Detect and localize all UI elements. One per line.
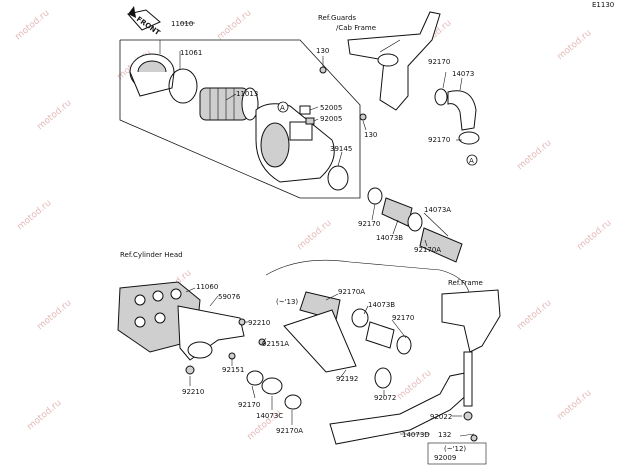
manifold-port — [187, 341, 213, 359]
clamp-ring — [396, 335, 412, 355]
watermark: motod.ru — [26, 398, 64, 432]
part-label: 11013 — [236, 90, 258, 98]
part-label: 130 — [364, 131, 377, 139]
note-13: (~'13) — [276, 298, 298, 306]
front-arrow-icon: FRONT — [127, 6, 162, 37]
nut — [185, 365, 195, 375]
part-label: 92210 — [248, 319, 270, 327]
part-label: 14073B — [368, 301, 395, 309]
part-labels: 11010 11061 11013 130 52005 92005 130 39… — [171, 20, 474, 462]
note-12: (~'12) — [444, 445, 466, 453]
duct-elbow — [447, 90, 477, 131]
vehicle-frame — [441, 289, 501, 442]
part-label: 92009 — [434, 454, 456, 462]
watermark: motod.ru — [396, 368, 434, 402]
duct-bellows-14073a — [419, 227, 463, 263]
marker-a: A — [277, 101, 289, 113]
part-label: 92022 — [430, 413, 452, 421]
part-label: 14073C — [256, 412, 283, 420]
watermark: motod.ru — [516, 298, 554, 332]
watermark: motod.ru — [516, 138, 554, 172]
part-label: 14073D — [402, 431, 430, 439]
clamp-ring — [458, 131, 480, 145]
watermark: motod.ru — [296, 218, 334, 252]
clamp-ring — [261, 377, 283, 395]
part-label: 92170A — [338, 288, 365, 296]
ref-guards-label: Ref.Guards — [318, 14, 356, 22]
ref-frame-label: Ref.Frame — [448, 279, 483, 287]
breather-cap — [299, 105, 311, 115]
air-cleaner-housing — [255, 103, 335, 183]
part-label: 14073B — [376, 234, 403, 242]
part-label: 14073A — [424, 206, 451, 214]
svg-text:A: A — [469, 157, 474, 165]
airbox-frame-outline — [119, 39, 361, 199]
part-label: 92151A — [262, 340, 289, 348]
leader-lines — [159, 22, 475, 437]
part-label: 11060 — [196, 283, 218, 291]
watermark: motod.ru — [36, 298, 74, 332]
part-label: 92170 — [238, 401, 260, 409]
part-label: 92170 — [358, 220, 380, 228]
part-label: 92170A — [414, 246, 441, 254]
marker-a: A — [466, 154, 478, 166]
clamp-ring — [374, 367, 392, 389]
svg-text:A: A — [280, 104, 285, 112]
air-filter-element — [199, 87, 259, 121]
ref-cylinder-head-label: Ref.Cylinder Head — [120, 251, 183, 259]
clamp-ring — [284, 394, 302, 410]
part-label: 132 — [438, 431, 451, 439]
duct-bellows-14073b — [381, 197, 413, 227]
air-cleaner-cover — [129, 53, 175, 97]
duct-band — [327, 165, 349, 191]
watermark: motod.ru — [576, 218, 614, 252]
breather-clamp — [305, 117, 315, 125]
part-label: 59076 — [218, 293, 241, 301]
section-divider — [265, 259, 471, 301]
cab-frame-bracket — [347, 11, 441, 111]
part-label: 92072 — [374, 394, 396, 402]
part-label: 14073 — [452, 70, 474, 78]
nut — [258, 338, 266, 346]
watermark-layer: motod.ru motod.ru motod.ru motod.ru moto… — [14, 8, 614, 442]
diagram-code: E1130 — [592, 1, 614, 9]
watermark: motod.ru — [556, 388, 594, 422]
seal-ring — [168, 68, 198, 104]
part-label: 92170 — [392, 314, 414, 322]
part-label: 92170 — [428, 58, 450, 66]
clamp-ring — [351, 308, 369, 328]
clamp-ring — [367, 187, 383, 205]
part-label: 52005 — [320, 104, 342, 112]
clamp-ring — [407, 212, 423, 232]
clamp-ring — [434, 88, 448, 106]
ref-cab-frame-label: /Cab Frame — [336, 24, 376, 32]
bolt — [319, 66, 327, 74]
bolt — [359, 113, 367, 121]
note-12-box — [427, 442, 487, 465]
part-label: 92170 — [428, 136, 450, 144]
part-label: 39145 — [330, 145, 352, 153]
part-label: 92192 — [336, 375, 358, 383]
part-label: 11061 — [180, 49, 202, 57]
watermark: motod.ru — [14, 8, 52, 42]
watermark: motod.ru — [216, 8, 254, 42]
part-label: 130 — [316, 47, 329, 55]
part-label: 92005 — [320, 115, 342, 123]
part-label: 11010 — [171, 20, 193, 28]
duct-14073b-short — [365, 321, 395, 349]
part-label: 92210 — [182, 388, 204, 396]
watermark: motod.ru — [556, 28, 594, 62]
part-label: 92170A — [276, 427, 303, 435]
watermark: motod.ru — [16, 198, 54, 232]
part-label: 92151 — [222, 366, 244, 374]
clamp-ring — [246, 370, 264, 386]
duct-tube-92192 — [283, 309, 357, 373]
watermark: motod.ru — [36, 98, 74, 132]
